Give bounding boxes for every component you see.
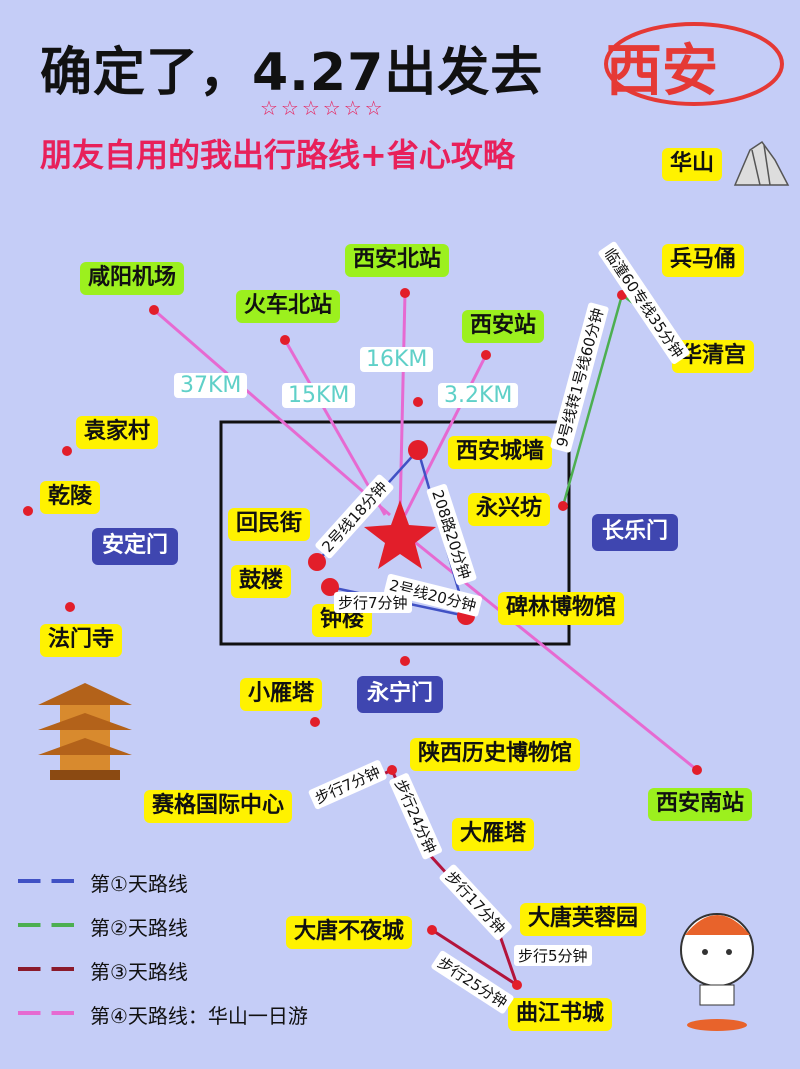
legend-label-day1: 第①天路线 bbox=[90, 872, 188, 896]
label-huiminjie: 回民街 bbox=[228, 508, 311, 541]
route-walk5min: 步行5分钟 bbox=[514, 945, 592, 966]
label-furongyuan: 大唐芙蓉园 bbox=[520, 903, 647, 936]
title-city: 西安 bbox=[606, 39, 718, 104]
label-xiaoyanta: 小雁塔 bbox=[240, 678, 323, 711]
legend-label-day2: 第②天路线 bbox=[90, 916, 188, 940]
label-qujiang: 曲江书城 bbox=[508, 998, 613, 1031]
label-beilin: 碑林博物馆 bbox=[498, 592, 625, 625]
decor-stars: ☆☆☆☆☆☆ bbox=[260, 96, 386, 120]
label-xiannanzhan: 西安南站 bbox=[648, 788, 753, 821]
page-subtitle: 朋友自用的我出行路线+省心攻略 bbox=[40, 136, 515, 174]
legend-label-day3: 第③天路线 bbox=[90, 960, 188, 984]
label-yuanjiacun: 袁家村 bbox=[76, 416, 159, 449]
label-shaanxibowuguan: 陕西历史博物馆 bbox=[410, 738, 581, 771]
label-huashan: 华山 bbox=[662, 148, 723, 181]
label-xianyang: 咸阳机场 bbox=[80, 262, 185, 295]
distance-37km: 37KM bbox=[174, 373, 248, 398]
distance-16km: 16KM bbox=[360, 347, 434, 372]
pagoda-icon bbox=[38, 683, 132, 780]
label-gulou: 鼓楼 bbox=[231, 565, 292, 598]
label-dayanta: 大雁塔 bbox=[452, 818, 535, 851]
gate-changle: 长乐门 bbox=[592, 514, 679, 551]
label-saige: 赛格国际中心 bbox=[144, 790, 293, 823]
gate-anding: 安定门 bbox=[92, 528, 179, 565]
legend-line-day3 bbox=[18, 967, 74, 971]
gate-yongning: 永宁门 bbox=[357, 676, 444, 713]
legend-label-day4: 第④天路线：华山一日游 bbox=[90, 1004, 308, 1028]
circle-highlight bbox=[604, 22, 784, 106]
label-bingmayong: 兵马俑 bbox=[662, 244, 745, 277]
label-qianling: 乾陵 bbox=[40, 481, 101, 514]
distance-15km: 15KM bbox=[282, 383, 356, 408]
label-budiecheng: 大唐不夜城 bbox=[286, 916, 413, 949]
label-xianzhan: 西安站 bbox=[462, 310, 545, 343]
label-huochebeizhan: 火车北站 bbox=[236, 290, 341, 323]
mountain-icon bbox=[733, 140, 790, 186]
distance-3-2km: 3.2KM bbox=[438, 383, 519, 408]
label-yongxingfang: 永兴坊 bbox=[468, 493, 551, 526]
route-walk7min-a: 步行7分钟 bbox=[334, 592, 412, 613]
city-center-star-icon bbox=[364, 500, 436, 569]
label-xianbeizhan: 西安北站 bbox=[345, 244, 450, 277]
cat-mascot-icon bbox=[680, 913, 754, 1031]
label-chengqiang: 西安城墙 bbox=[448, 436, 553, 469]
legend-line-day4 bbox=[18, 1011, 74, 1015]
page-title: 确定了，4.27出发去 bbox=[40, 43, 544, 103]
legend-line-day2 bbox=[18, 923, 74, 927]
city-wall-box bbox=[219, 420, 571, 646]
legend-line-day1 bbox=[18, 879, 74, 883]
label-famensi: 法门寺 bbox=[40, 624, 123, 657]
